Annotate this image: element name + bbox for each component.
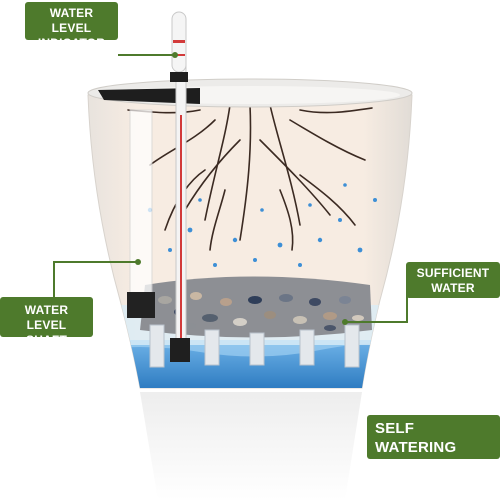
supply-connector-horizontal — [345, 321, 408, 323]
label-line-2: INDICATOR — [37, 36, 106, 50]
water-level-shaft-tube — [129, 109, 153, 311]
water-bubbles — [147, 183, 377, 267]
label-line-2: WATER SUPPLY — [428, 281, 478, 310]
water-level-shaft-label: WATER LEVEL SHAFT — [0, 297, 93, 347]
supply-connector-dot — [342, 319, 348, 325]
shaft-connector-vertical — [53, 261, 55, 297]
sufficient-water-supply-label: SUFFICIENT WATER SUPPLY — [406, 262, 500, 310]
roots — [127, 104, 373, 251]
label-line-2: SHAFT — [26, 333, 67, 347]
indicator-connector-dot — [172, 52, 178, 58]
pot-reflection — [140, 392, 362, 500]
label-line-1: SELF WATERING — [375, 420, 457, 456]
indicator-cap — [98, 88, 200, 104]
wicking-legs — [149, 324, 360, 368]
shaft-connector-dot — [135, 259, 141, 265]
label-line-1: WATER LEVEL — [24, 303, 69, 332]
indicator-connector — [118, 54, 176, 56]
pebble-layer — [140, 276, 372, 338]
label-line-1: SUFFICIENT — [416, 266, 490, 280]
supply-connector-vertical — [406, 295, 408, 323]
shaft-connector-horizontal — [53, 261, 138, 263]
label-line-2: NO MORE ROOT ROT — [375, 457, 492, 470]
label-line-1: WATER LEVEL — [49, 6, 94, 35]
self-watering-label: SELF WATERING NO MORE ROOT ROT — [367, 415, 500, 470]
water-level-indicator-label: WATER LEVEL INDICATOR — [25, 2, 118, 50]
